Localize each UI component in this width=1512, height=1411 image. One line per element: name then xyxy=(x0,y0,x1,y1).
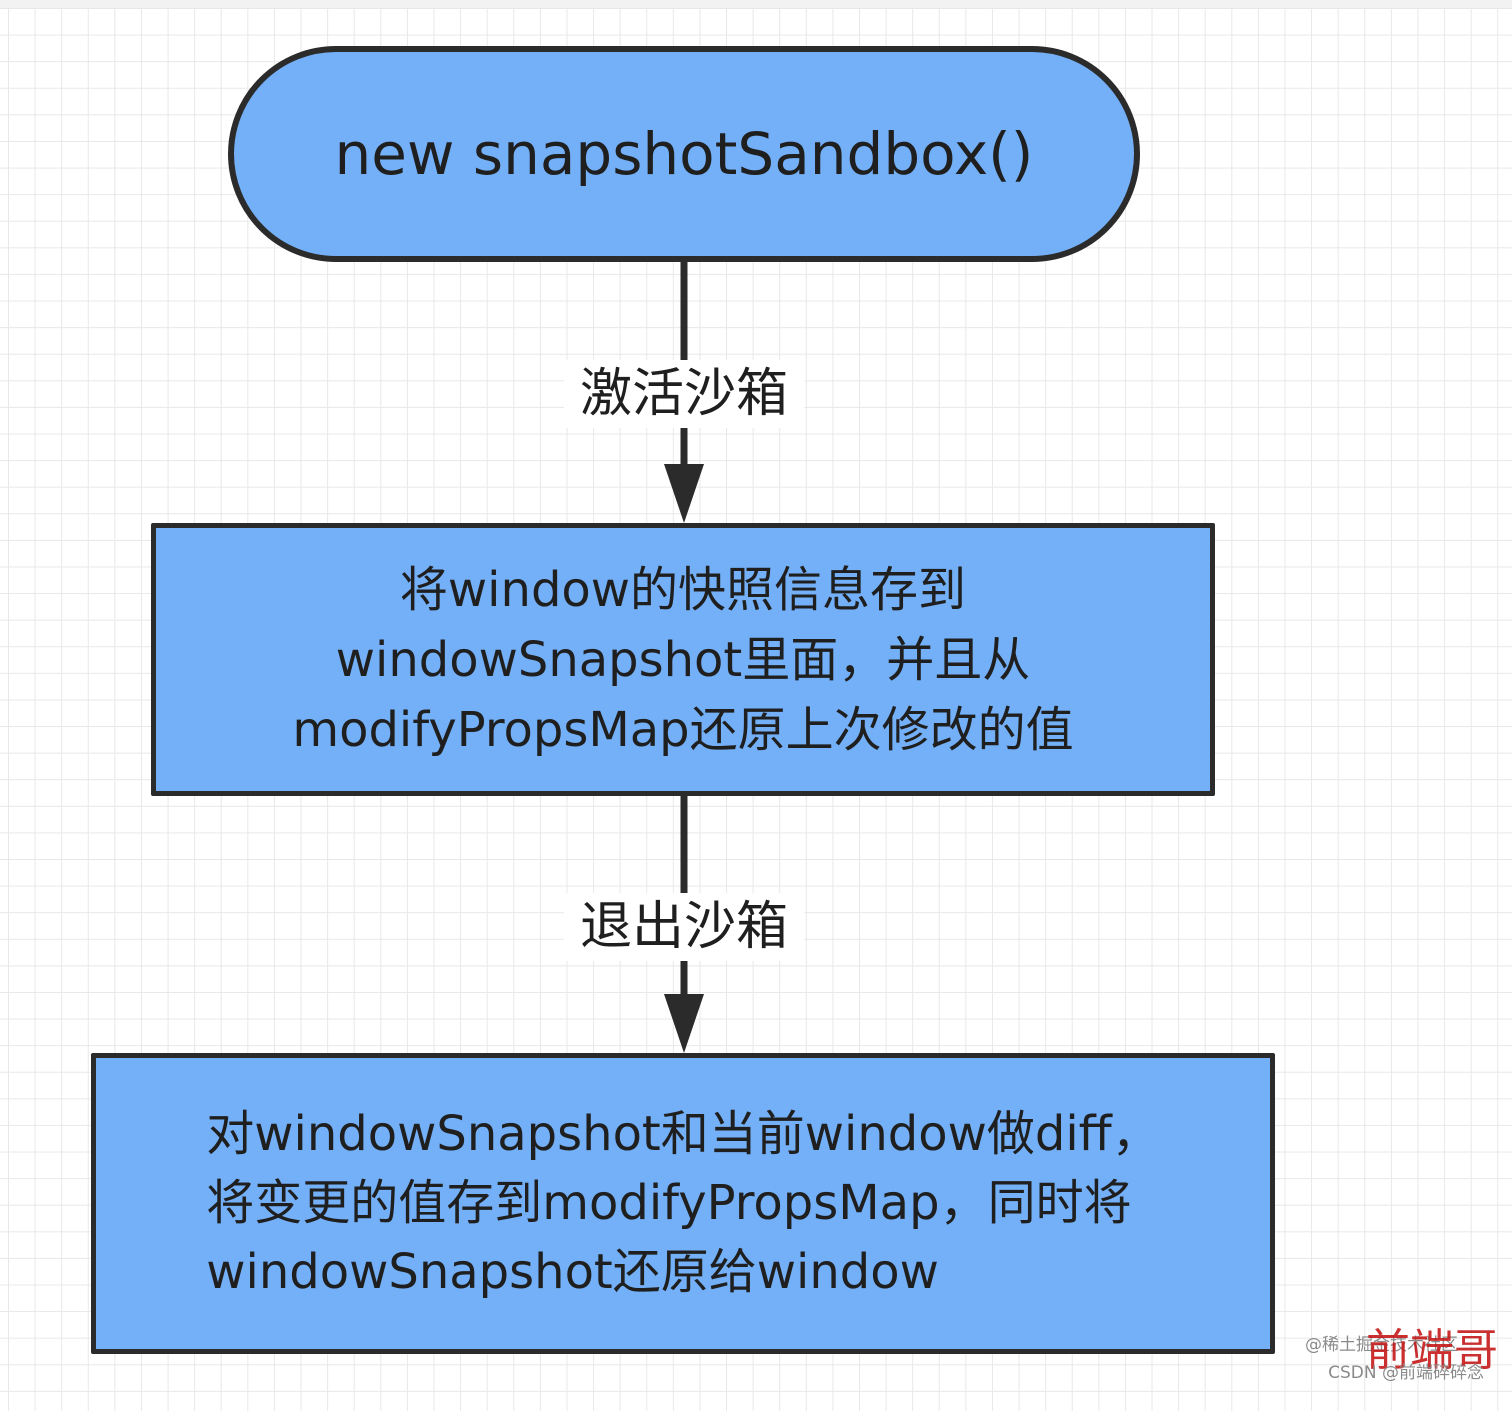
activate-node-label: 将window的快照信息存到 windowSnapshot里面，并且从 modi… xyxy=(292,561,1074,758)
edge-label-exit: 退出沙箱 xyxy=(564,893,804,961)
exit-node: 对windowSnapshot和当前window做diff， 将变更的值存到mo… xyxy=(91,1053,1275,1354)
start-node-label: new snapshotSandbox() xyxy=(334,120,1034,188)
watermark-line2: CSDN @前端碎碎念 xyxy=(1328,1363,1484,1383)
start-node: new snapshotSandbox() xyxy=(228,46,1140,262)
top-band xyxy=(0,0,1512,8)
watermark-brand: 前端哥 xyxy=(1366,1325,1498,1376)
edge-start-activate-arrowhead xyxy=(664,464,704,523)
watermark-line1: @稀土掘金技术社区 xyxy=(1305,1335,1458,1355)
edge-label-activate: 激活沙箱 xyxy=(564,360,804,428)
watermark: @稀土掘金技术社区 前端哥 CSDN @前端碎碎念 xyxy=(1298,1329,1498,1403)
activate-node: 将window的快照信息存到 windowSnapshot里面，并且从 modi… xyxy=(151,523,1215,796)
edge-activate-exit-arrowhead xyxy=(664,994,704,1053)
exit-node-label: 对windowSnapshot和当前window做diff， 将变更的值存到mo… xyxy=(206,1106,1160,1300)
